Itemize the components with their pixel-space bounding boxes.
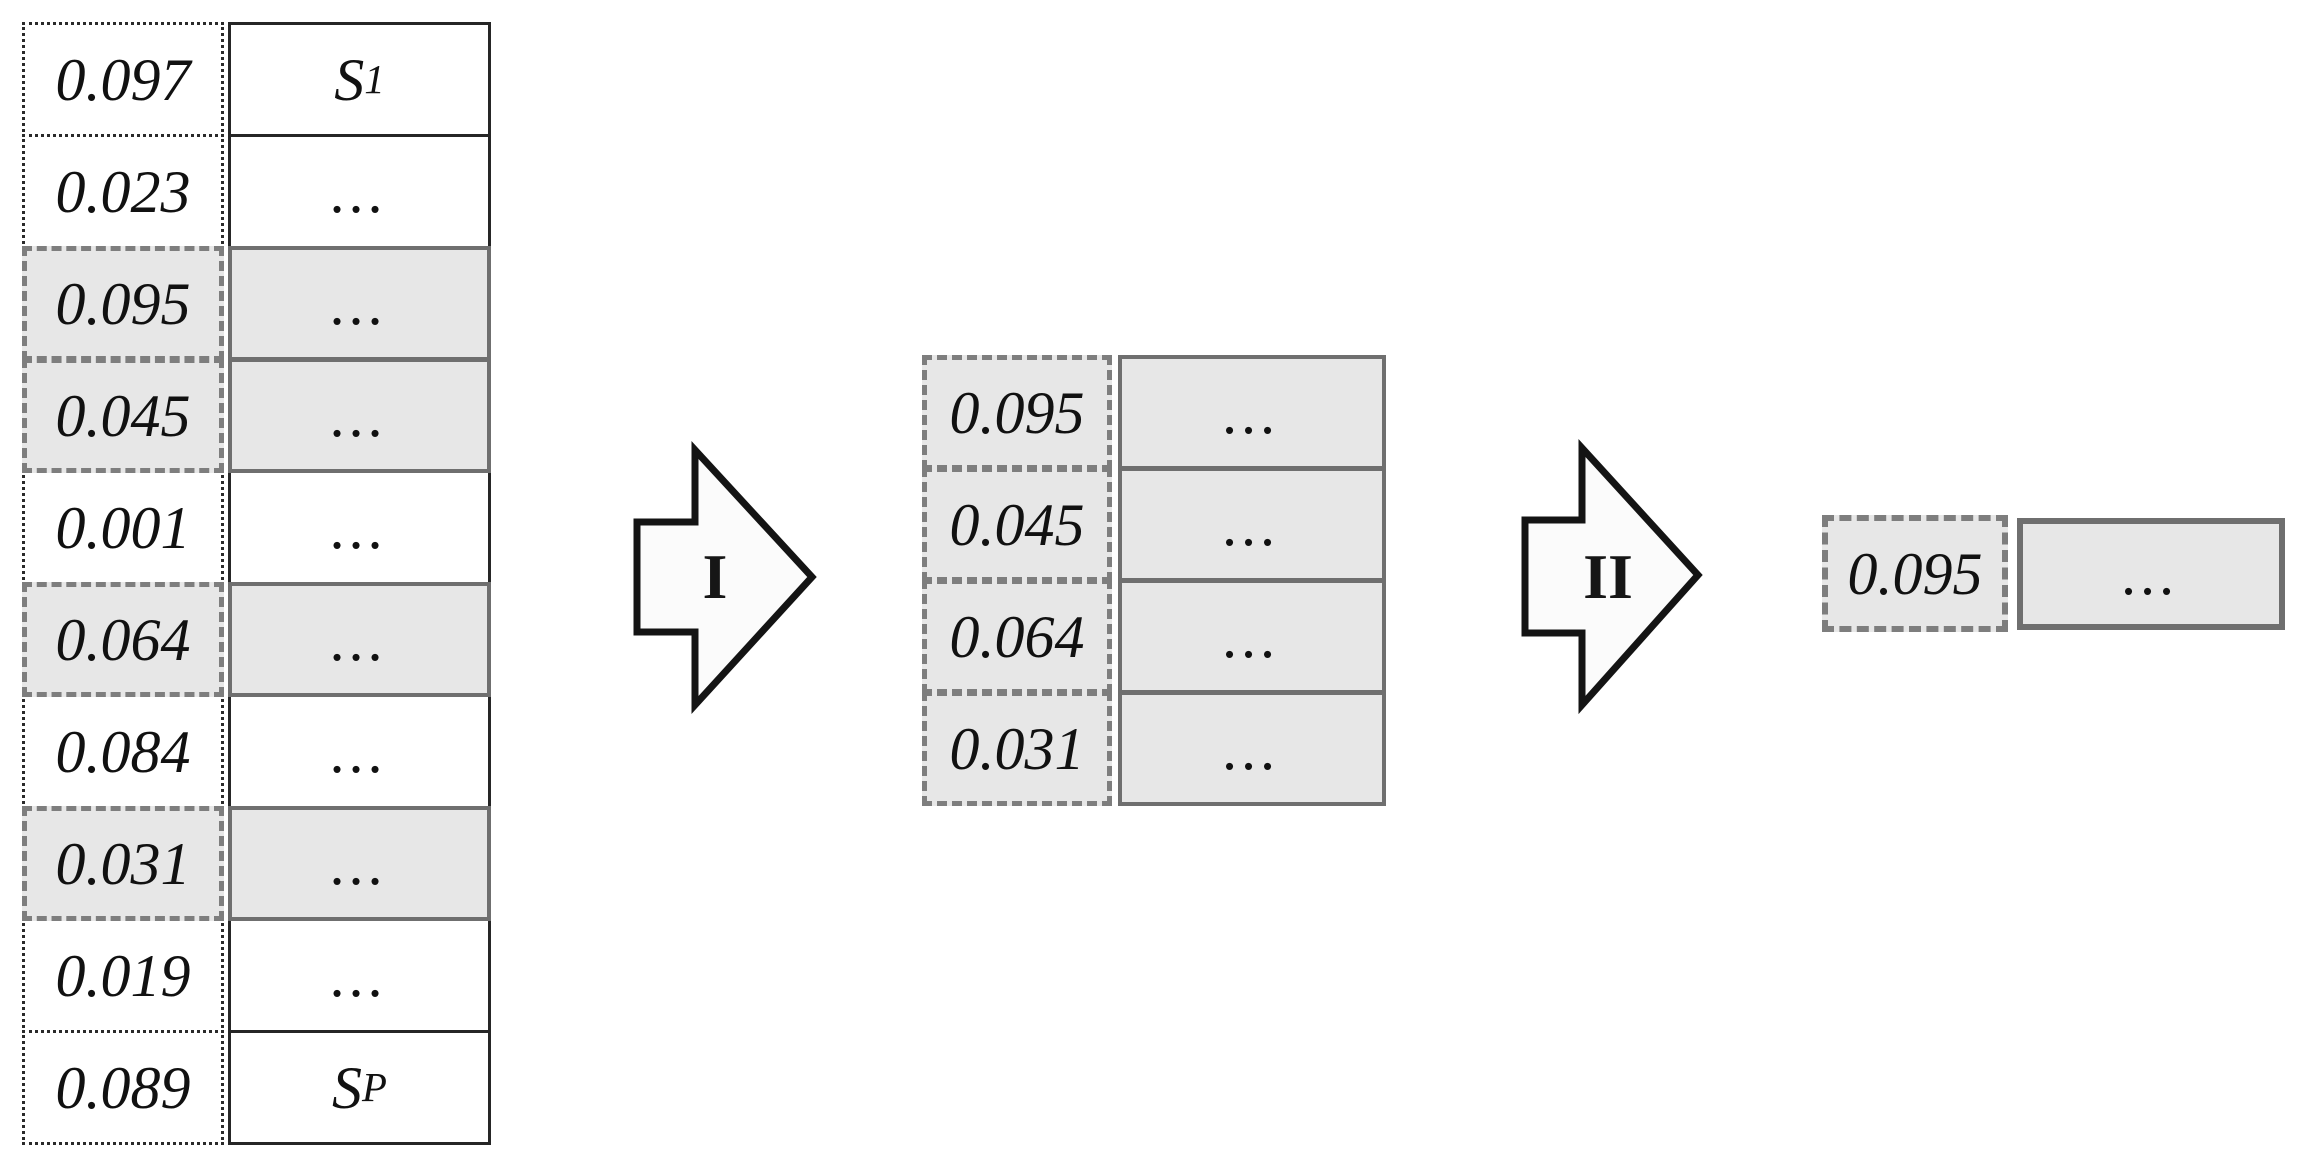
fitness-score-cell-selected: 0.064 [922,579,1112,694]
individual-cell-selected: ... [228,806,491,921]
step-two-label: II [1583,541,1633,612]
individual-cell-selected: ... [1118,691,1386,806]
fitness-score-cell: 0.084 [22,694,224,809]
final-selection-row: 0.095 ... [1822,515,2285,632]
ellipsis-label: ... [331,718,388,785]
ellipsis-label: ... [331,158,388,225]
individual-cell-selected: ... [1118,579,1386,694]
individual-cell: ... [228,470,491,585]
individual-cell-selected: ... [228,358,491,473]
ellipsis-label: ... [1223,491,1281,558]
step-one-label: I [702,541,728,612]
individual-cell-selected: ... [228,582,491,697]
ellipsis-label: ... [331,830,388,897]
fitness-score-cell: 0.097 [22,22,224,137]
ellipsis-label: ... [1223,715,1281,782]
individual-cell: ... [228,918,491,1033]
score-column: 0.095 0.045 0.064 0.031 [922,355,1112,806]
ellipsis-label: ... [331,494,388,561]
fitness-score-cell-selected: 0.095 [922,355,1112,470]
right-arrow-icon [1521,438,1703,715]
initial-population-table: 0.097 0.023 0.095 0.045 0.001 0.064 0.08… [22,22,491,1145]
individual-label: S [332,1054,363,1121]
ellipsis-label: ... [331,382,388,449]
individual-cell: ... [228,134,491,249]
fitness-score-cell: 0.019 [22,918,224,1033]
individual-cell-selected: ... [228,246,491,361]
fitness-score-cell-selected: 0.031 [922,691,1112,806]
fitness-score-cell-selected: 0.031 [22,806,224,921]
fitness-score-cell: 0.001 [22,470,224,585]
individual-cell-selected: ... [1118,355,1386,470]
fitness-score-cell: 0.023 [22,134,224,249]
individual-cell-selected: ... [2017,517,2285,630]
fitness-score-cell: 0.089 [22,1030,224,1145]
ellipsis-label: ... [1223,603,1281,670]
selected-subset-table: 0.095 0.045 0.064 0.031 ... ... ... ... [922,355,1386,806]
fitness-score-cell-selected: 0.064 [22,582,224,697]
fitness-score-cell-selected: 0.045 [922,467,1112,582]
ellipsis-label: ... [331,606,388,673]
ellipsis-label: ... [1223,379,1281,446]
fitness-score-cell-selected: 0.045 [22,358,224,473]
ellipsis-label: ... [331,270,388,337]
individual-label: S [334,46,365,113]
individual-column: ... ... ... ... [1118,355,1386,806]
ellipsis-label: ... [2122,540,2180,607]
individual-cell-selected: ... [1118,467,1386,582]
fitness-score-cell-selected: 0.095 [22,246,224,361]
right-arrow-icon [633,441,817,715]
ellipsis-label: ... [331,942,388,1009]
individual-cell: ... [228,694,491,809]
fitness-score-cell-selected: 0.095 [1822,515,2008,632]
score-column: 0.097 0.023 0.095 0.045 0.001 0.064 0.08… [22,22,224,1145]
